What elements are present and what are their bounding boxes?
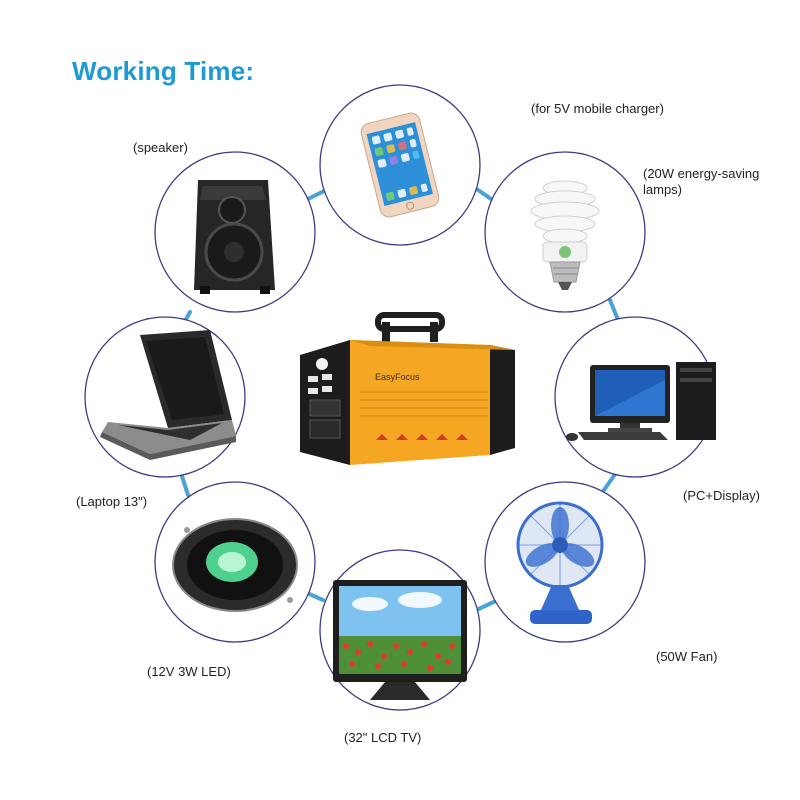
portable-power-station: EasyFocus <box>300 312 515 465</box>
page-title: Working Time: <box>72 56 255 86</box>
phone-icon <box>360 112 440 218</box>
label-fan: (50W Fan) <box>656 649 718 664</box>
pc-display-icon <box>566 362 716 441</box>
led-downlight-icon <box>172 518 298 612</box>
label-mobile-charger: (for 5V mobile charger) <box>531 101 664 116</box>
speaker-icon <box>194 180 275 294</box>
lamp-icon <box>530 180 600 290</box>
connector-line <box>608 298 620 322</box>
laptop-icon <box>100 330 236 460</box>
desk-fan-icon <box>516 501 604 624</box>
label-speaker: (speaker) <box>133 140 188 155</box>
label-lcd-tv: (32" LCD TV) <box>344 730 422 745</box>
lcd-tv-icon <box>333 580 467 700</box>
label-laptop: (Laptop 13") <box>76 494 148 509</box>
brand-logo: EasyFocus <box>375 372 420 382</box>
label-lamps: (20W energy-saving lamps) <box>643 166 760 197</box>
carry-handle <box>375 312 445 332</box>
label-led: (12V 3W LED) <box>147 664 231 679</box>
label-pc-display: (PC+Display) <box>683 488 760 503</box>
